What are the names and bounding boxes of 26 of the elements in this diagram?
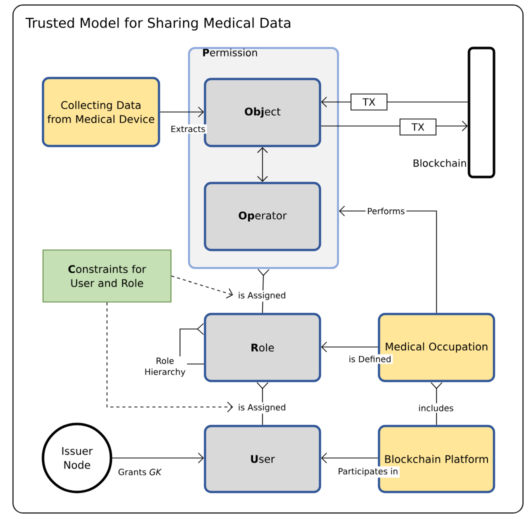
tx-box: TX xyxy=(400,118,436,136)
tx-box: TX xyxy=(350,94,388,110)
arrow xyxy=(160,106,204,118)
edge-label: Performs xyxy=(366,206,406,216)
edge-label: Role Hierarchy xyxy=(143,356,187,378)
title: Trusted Model for Sharing Medical Data xyxy=(25,17,290,31)
constraint-box: Constraints for User and Role xyxy=(42,250,172,302)
process-box: Collecting Data from Medical Device xyxy=(42,76,160,148)
edge-label: is Defined xyxy=(347,354,393,364)
edge-label: Participates in xyxy=(336,466,400,478)
edge-label: Extracts xyxy=(169,124,207,134)
leader-arrow xyxy=(106,302,233,412)
arrow xyxy=(321,342,378,352)
arrow xyxy=(321,452,378,464)
edge-label: includes xyxy=(416,403,456,413)
entity-box: Object xyxy=(204,78,322,148)
edge-label: is Assigned xyxy=(236,290,288,302)
leader-arrow xyxy=(171,276,233,299)
entity-box: User xyxy=(204,424,322,494)
arrow xyxy=(112,452,204,464)
edge-label: Grants GK xyxy=(116,467,164,477)
entity-box: Operator xyxy=(204,182,322,252)
edge-label: is Assigned xyxy=(236,402,288,414)
entity-box: Role xyxy=(204,312,322,382)
arrow xyxy=(257,147,268,182)
bar-caption: Blockchain xyxy=(414,159,466,167)
